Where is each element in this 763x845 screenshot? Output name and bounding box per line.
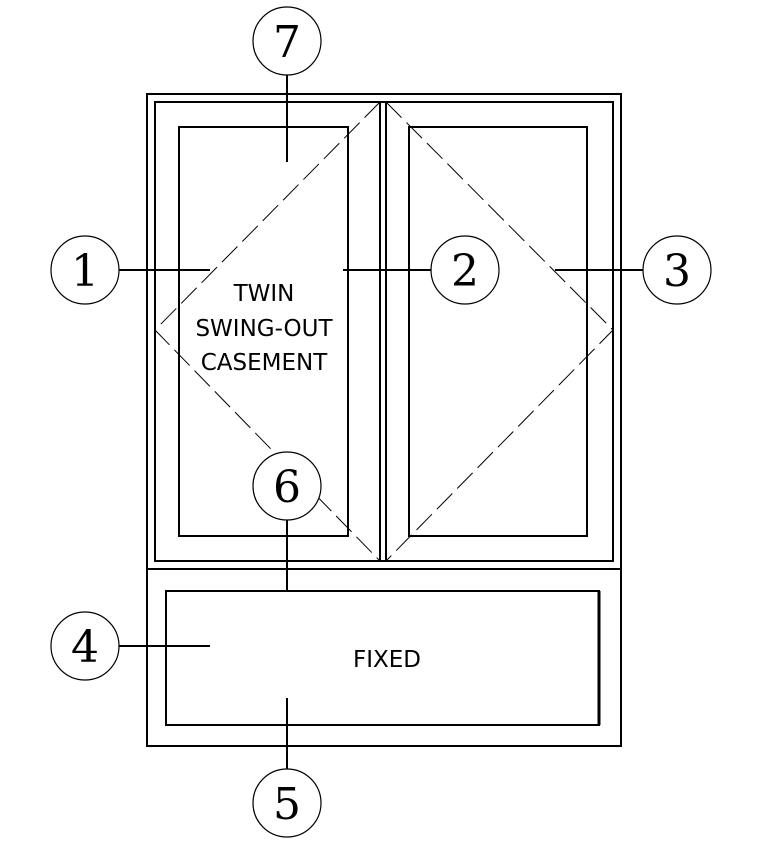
right-sash-glass (408, 126, 588, 537)
casement-label-line-2: SWING-OUT (195, 316, 333, 342)
callout-5: 5 (252, 768, 322, 838)
svg-text:1: 1 (71, 246, 99, 297)
casement-label-line-3: CASEMENT (201, 350, 329, 376)
callout-2: 2 (430, 235, 500, 305)
casement-inner-frame (154, 101, 614, 562)
svg-text:3: 3 (663, 246, 691, 297)
svg-text:4: 4 (71, 622, 99, 673)
svg-text:2: 2 (451, 246, 479, 297)
outer-frame (146, 93, 622, 747)
callout-4: 4 (50, 611, 120, 681)
casement-label-line-1: TWIN (233, 281, 295, 307)
callout-6: 6 (252, 451, 322, 521)
svg-text:7: 7 (273, 17, 301, 68)
left-sash-glass (178, 126, 349, 537)
right-sash-swing-indicator (385, 101, 614, 562)
svg-text:6: 6 (273, 462, 301, 513)
callout-3: 3 (642, 235, 712, 305)
callout-1: 1 (50, 235, 120, 305)
callout-7: 7 (252, 6, 322, 76)
svg-text:5: 5 (273, 779, 301, 830)
fixed-label: FIXED (353, 647, 421, 673)
